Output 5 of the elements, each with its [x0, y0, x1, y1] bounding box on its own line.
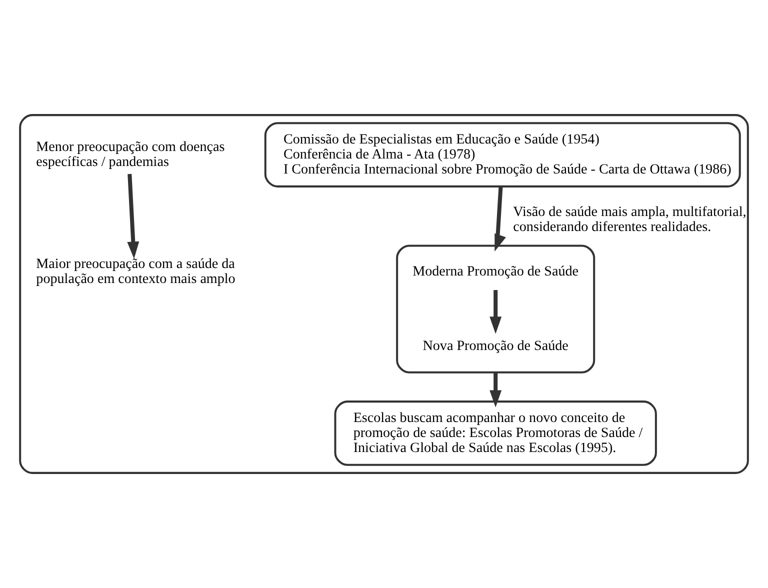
node-text: Maior preocupação com a saúde da população em contexto mais amplo	[36, 256, 236, 288]
node-text: Menor preocupação com doenças específicas / pandemias	[36, 138, 225, 170]
node-text: Moderna Promoção de Saúde	[412, 264, 579, 280]
edge-label: Visão de saúde mais ampla, multifatorial, considerando diferentes realidades.	[513, 204, 746, 235]
node-text: Nova Promoção de Saúde	[422, 338, 568, 354]
